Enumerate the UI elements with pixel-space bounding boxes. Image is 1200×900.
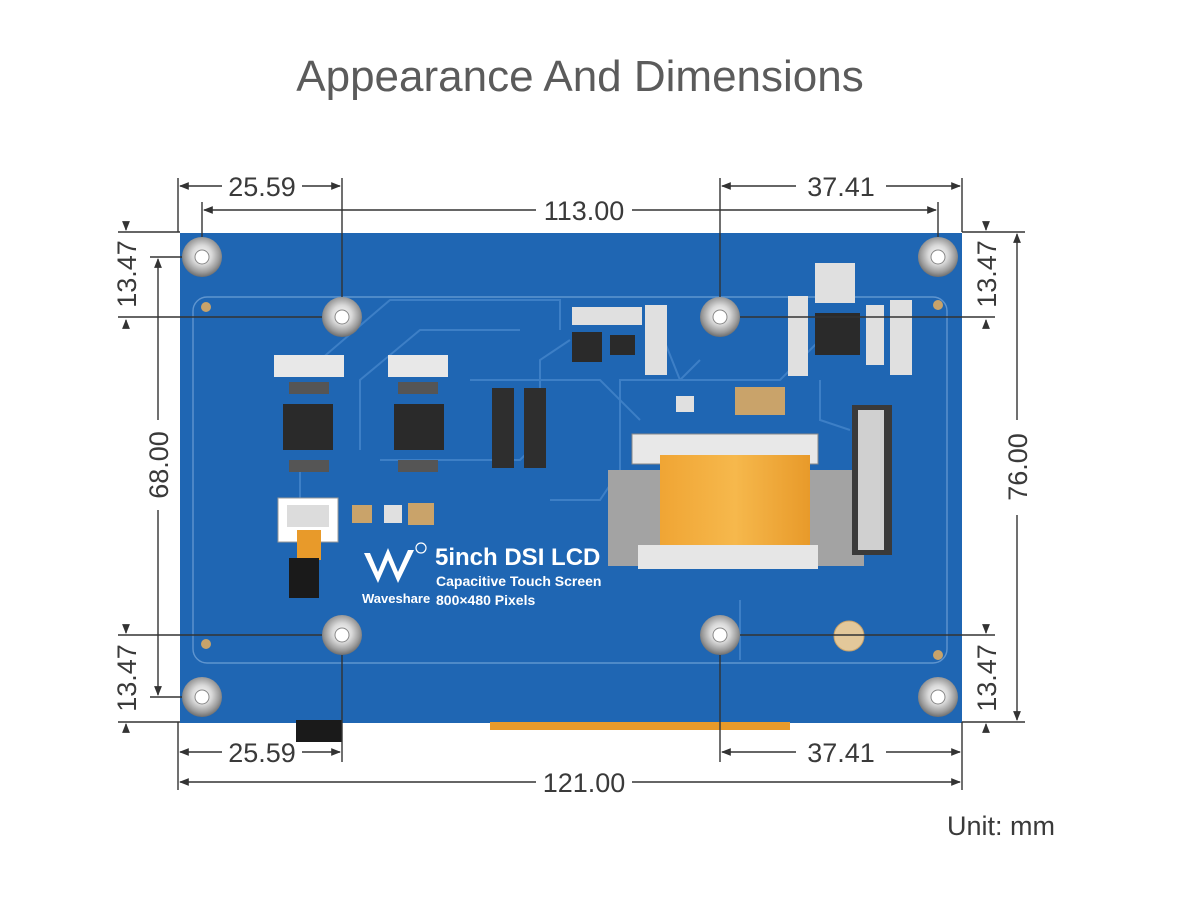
waveshare-logo xyxy=(364,542,427,583)
dimension-arrows xyxy=(122,182,1021,786)
chip-group-middle xyxy=(492,305,667,468)
ce-mark xyxy=(833,620,865,652)
lcd-board: Waveshare 5inch DSI LCD Capacitive Touch… xyxy=(180,233,962,742)
extension-lines xyxy=(118,178,1025,790)
bottom-connector-tab xyxy=(296,720,342,742)
dim-bottom-left-offset: 25.59 xyxy=(228,738,296,768)
dim-left-bottom-margin: 13.47 xyxy=(112,644,142,712)
mounting-holes xyxy=(182,237,958,717)
unit-label: Unit: mm xyxy=(947,811,1055,841)
dim-top-right-offset: 37.41 xyxy=(807,172,875,202)
chip-group-right xyxy=(676,263,912,415)
capacitors-row xyxy=(352,503,434,525)
board-subtitle: Capacitive Touch Screen xyxy=(436,573,601,589)
board-brand: Waveshare xyxy=(362,591,430,606)
dim-right-top-margin: 13.47 xyxy=(972,240,1002,308)
chip-group-left xyxy=(274,355,448,472)
dim-right-bottom-margin: 13.47 xyxy=(972,644,1002,712)
dim-hole-spacing-width: 113.00 xyxy=(544,196,625,226)
dim-overall-height: 76.00 xyxy=(1003,433,1033,501)
dim-bottom-right-offset: 37.41 xyxy=(807,738,875,768)
dim-overall-width: 121.00 xyxy=(543,768,626,798)
dim-hole-spacing-height: 68.00 xyxy=(144,431,174,499)
dsi-connector xyxy=(608,405,892,569)
dim-left-top-margin: 13.47 xyxy=(112,240,142,308)
corner-pads xyxy=(201,300,943,660)
bottom-ribbon xyxy=(490,722,790,730)
board-product: 5inch DSI LCD xyxy=(435,544,600,571)
board-resolution: 800×480 Pixels xyxy=(436,592,535,608)
touch-connector xyxy=(277,497,339,598)
page-title: Appearance And Dimensions xyxy=(296,52,864,101)
dim-top-left-offset: 25.59 xyxy=(228,172,296,202)
pcb-outline-trace xyxy=(192,296,948,664)
